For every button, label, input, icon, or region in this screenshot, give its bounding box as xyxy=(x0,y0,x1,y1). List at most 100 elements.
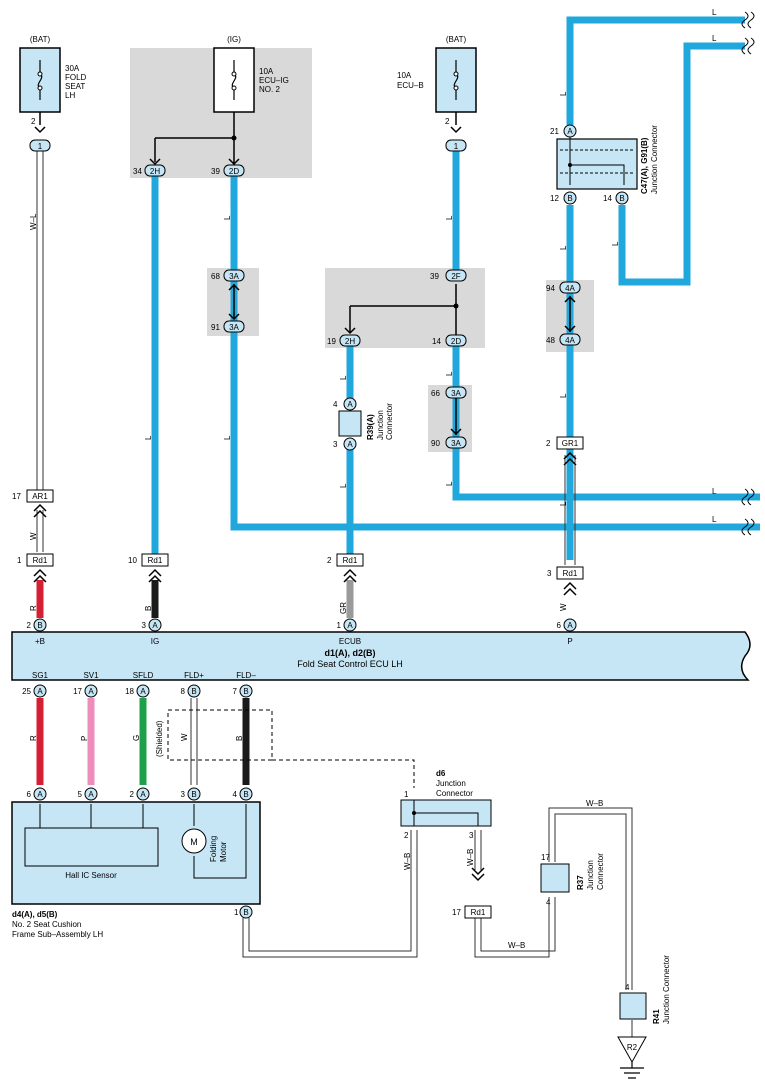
wire-w-b-rd1 xyxy=(474,897,556,958)
conn-b-2d-pin: 14 xyxy=(432,337,441,346)
ecu-top-pin-2-num: 1 xyxy=(337,621,342,630)
conn-b-2d-code: 2D xyxy=(451,337,461,346)
ecu-fold-seat: d1(A), d2(B) Fold Seat Control ECU LH xyxy=(11,631,751,681)
lbl-l-ig2d: L xyxy=(223,215,232,220)
r41-pin: 4 xyxy=(625,983,630,992)
earth-icon xyxy=(620,1062,644,1079)
fuse-ecu-ig: (IG) 10A ECU–IG NO. 2 xyxy=(213,35,289,113)
conn-b-3a-bot xyxy=(445,436,467,449)
ecu-top-pin-3-code: A xyxy=(567,621,573,630)
bat-junction-dot xyxy=(453,303,459,309)
motor-label2: Motor xyxy=(219,841,228,862)
conn-4a-top xyxy=(559,281,581,294)
arrow-ar1-icon xyxy=(33,503,47,518)
assembly-pin-3-code: B xyxy=(191,790,196,799)
ecu-top-pin-label-0: +B xyxy=(35,637,45,646)
lbl-l-4a: L xyxy=(559,393,568,398)
ecu-bottom-pin-1: A17 xyxy=(73,684,98,698)
c47-pin-b2-code: B xyxy=(619,194,624,203)
rd1-d-code: Rd1 xyxy=(563,569,578,578)
conn-4a-top-pin: 94 xyxy=(546,284,555,293)
lbl-r-sg1: R xyxy=(29,735,38,741)
fuse-fold-name1: FOLD xyxy=(65,73,87,82)
assembly-pin-1-num: 5 xyxy=(78,790,83,799)
assembly-pin-3-num: 3 xyxy=(181,790,186,799)
fuse-fold-seat: (BAT) 30A FOLD SEAT LH 2 1 xyxy=(19,35,87,152)
wire-w xyxy=(36,510,44,552)
conn-3a-top-code: 3A xyxy=(229,272,239,281)
r37-pin-top: 17 xyxy=(541,853,550,862)
lbl-l-ecub: L xyxy=(445,215,454,220)
lbl-w-l: W–L xyxy=(29,213,38,230)
arrow-rd1-d-icon xyxy=(563,581,577,596)
fuse-ig-rating: 10A xyxy=(259,67,274,76)
assembly-pin-4-code: B xyxy=(243,790,248,799)
conn-4a-bot-pin: 48 xyxy=(546,336,555,345)
r39-top-pin: 4 xyxy=(333,400,338,409)
rd1-connectors: Rd1 1 Rd1 10 Rd1 2 Rd1 3 xyxy=(17,553,584,596)
rd1-e-code: Rd1 xyxy=(471,908,486,917)
conn-ar1-group: AR1 17 xyxy=(12,489,54,518)
lbl-b-fldminus: B xyxy=(235,736,244,741)
conn-gr1-code: GR1 xyxy=(562,439,579,448)
wire-w-b-d6 xyxy=(474,830,482,870)
conn-4a-bot xyxy=(559,333,581,346)
fuse-ecub-pin: 2 xyxy=(445,117,450,126)
break-mark-1 xyxy=(741,11,755,29)
ecu-top-pin-0-num: 2 xyxy=(27,621,32,630)
assembly-line1: No. 2 Seat Cushion xyxy=(12,920,81,929)
hall-sensor-label: Hall IC Sensor xyxy=(65,871,117,880)
arrow-b3a-icon xyxy=(450,428,462,436)
c47-pin-a-num: 21 xyxy=(550,127,559,136)
ecu-bottom-pin-label-1: SV1 xyxy=(83,671,99,680)
lbl-l-3a: L xyxy=(223,435,232,440)
arrow-gr1-icon xyxy=(563,451,577,466)
arrow-rd1-c-icon xyxy=(343,568,357,583)
ecu-bottom-pin-1-num: 17 xyxy=(73,687,82,696)
c47-pin-b1-num: 12 xyxy=(550,194,559,203)
conn-ig-2h xyxy=(144,164,166,177)
wire-w-fldplus xyxy=(190,698,198,785)
r37-title: R37 xyxy=(576,875,585,890)
ecu-top-pin-1-code: A xyxy=(152,621,158,630)
conn-ar1 xyxy=(26,489,54,503)
ecu-bottom-pin-label-4: FLD– xyxy=(236,671,256,680)
r39-sub1: Junction xyxy=(376,410,385,440)
hall-sensor-box xyxy=(24,827,159,867)
thin-wires xyxy=(36,148,633,1040)
conn-b-3a-top-pin: 66 xyxy=(431,389,440,398)
lbl-l-2d: L xyxy=(445,371,454,376)
wire-2d-blue-lower xyxy=(452,346,760,501)
lbl-wb-d6-left: W–B xyxy=(403,853,412,870)
r39-box xyxy=(338,410,362,437)
conn-2f-pin: 39 xyxy=(430,272,439,281)
junction-r41: 4 R41 Junction Connector R2 xyxy=(617,955,671,1079)
lbl-l-ig: L xyxy=(144,435,153,440)
rd1-a-pin: 1 xyxy=(17,556,22,565)
assembly-ground-code: B xyxy=(243,908,248,917)
wire-w-b-ground xyxy=(242,830,418,958)
conn-2f-code: 2F xyxy=(451,272,460,281)
arrow-b2h-icon xyxy=(344,327,356,335)
fuse-ecub-source: (BAT) xyxy=(446,35,467,44)
fuse-ecub-arrow-icon xyxy=(450,126,462,134)
r39-bot-pin: 3 xyxy=(333,440,338,449)
ecu-bottom-pin-label-2: SFLD xyxy=(133,671,154,680)
conn-3a-top xyxy=(223,269,245,282)
assembly-pin-3: B3 xyxy=(181,787,201,801)
assembly-pin-1: A5 xyxy=(78,787,98,801)
ecu-top-pin-label-2: ECUB xyxy=(339,637,361,646)
c47-pin-b2-num: 14 xyxy=(603,194,612,203)
conn-2f xyxy=(445,269,467,282)
conn-3a-bot-pin: 91 xyxy=(211,323,220,332)
lbl-l-c47-b1: L xyxy=(559,245,568,250)
ecu-bottom-pin-2: A18 xyxy=(125,684,150,698)
oval-connectors: 2H 34 2D 39 3A 68 3A 91 2F 39 2H 19 2D 1… xyxy=(133,158,581,449)
ecu-top-pin-2-code: A xyxy=(347,621,353,630)
conn-b-3a-top xyxy=(445,386,467,399)
r39-title: R39(A) xyxy=(366,414,375,440)
conn-ig-2h-code: 2H xyxy=(150,167,160,176)
assembly-ground-num: 1 xyxy=(234,908,239,917)
lbl-gr: GR xyxy=(339,602,348,614)
